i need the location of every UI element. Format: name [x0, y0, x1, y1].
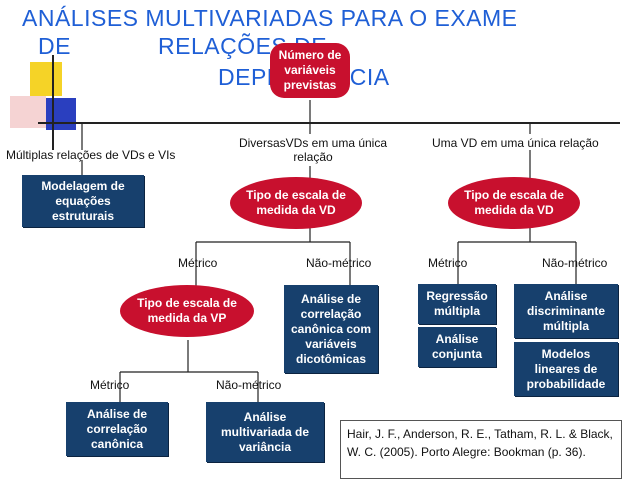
node-discriminant-analysis: Análise discriminante múltipla: [514, 284, 618, 338]
branch-single-vd: Uma VD em uma única relação: [432, 136, 599, 150]
title-line-1: ANÁLISES MULTIVARIADAS PARA O EXAME: [22, 5, 518, 31]
node-conjoint-analysis: Análise conjunta: [418, 327, 496, 367]
node-linear-probability-models: Modelos lineares de probabilidade: [514, 342, 618, 396]
node-scale-vp: Tipo de escala de medida da VP: [120, 285, 254, 337]
deco-blue-square: [46, 98, 76, 130]
node-multiple-regression: Regressão múltipla: [418, 284, 496, 324]
deco-vertical-line: [52, 55, 54, 150]
node-scale-vd-right: Tipo de escala de medida da VD: [448, 177, 580, 229]
title-line-2a: DE: [38, 33, 71, 59]
node-scale-vd-left: Tipo de escala de medida da VD: [230, 177, 362, 229]
node-manova: Análise multivariada de variância: [206, 402, 324, 462]
node-structural-equation-modeling: Modelagem de equações estruturais: [22, 175, 144, 227]
node-canonical-dummy: Análise de correlação canônica com variá…: [284, 285, 378, 373]
branch-multiple-relations: Múltiplas relações de VDs e VIs: [6, 148, 176, 162]
edge-label-metric-vp: Métrico: [90, 378, 130, 392]
edge-label-metric-left: Métrico: [178, 256, 218, 270]
node-canonical-correlation: Análise de correlação canônica: [66, 402, 168, 456]
edge-label-nonmetric-vp: Não-métrico: [216, 378, 282, 392]
deco-yellow-square: [30, 62, 62, 96]
edge-label-nonmetric-right: Não-métrico: [542, 256, 608, 270]
node-number-of-variables: Número de variáveis previstas: [270, 43, 350, 98]
reference-citation: Hair, J. F., Anderson, R. E., Tatham, R.…: [340, 420, 622, 479]
branch-several-vds: DiversasVDs em uma única relação: [238, 136, 388, 164]
edge-label-metric-right: Métrico: [428, 256, 468, 270]
edge-label-nonmetric-left: Não-métrico: [306, 256, 372, 270]
